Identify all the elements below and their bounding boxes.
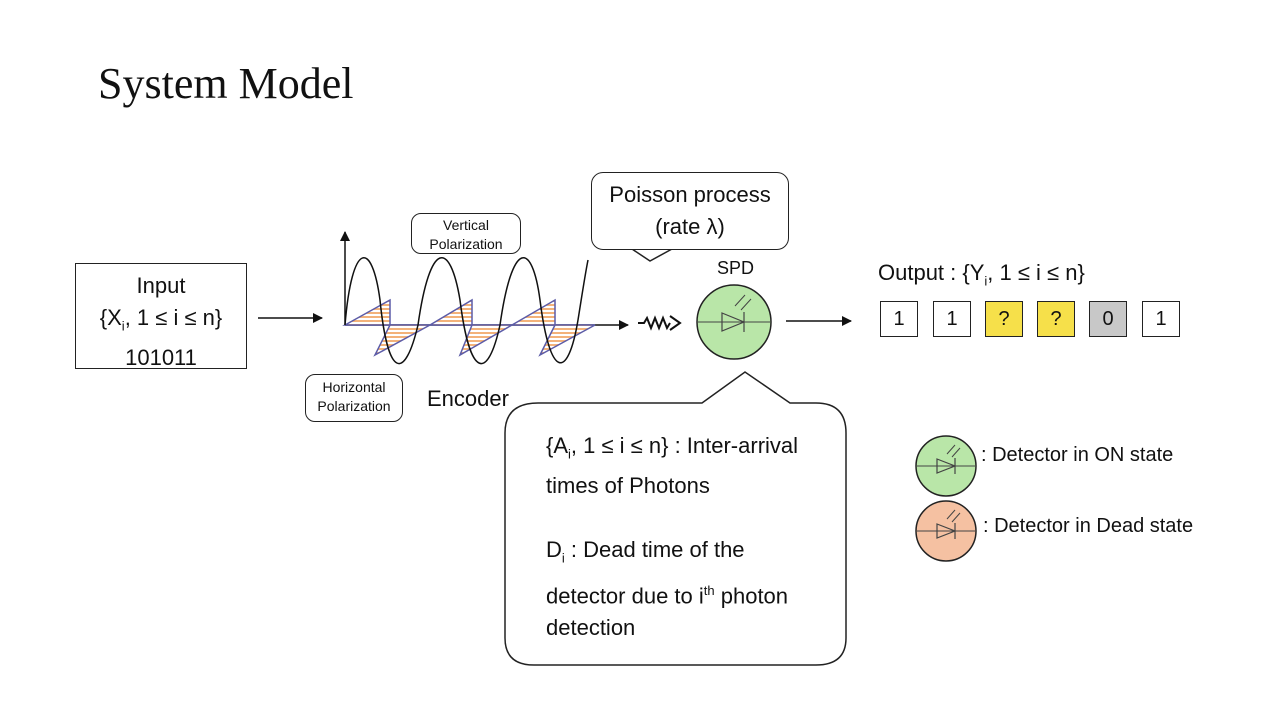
horizontal-polarization-wave (342, 298, 596, 357)
vertical-polarization-wave (344, 256, 589, 365)
info-callout-text: {Ai, 1 ≤ i ≤ n} : Inter-arrival times of… (546, 430, 798, 644)
input-box: Input {Xi, 1 ≤ i ≤ n} 101011 (75, 263, 247, 370)
vertical-polarization-callout: Vertical Polarization (411, 213, 521, 254)
input-bits: 101011 (125, 345, 197, 371)
poisson-callout-tail (631, 248, 673, 262)
output-symbol: 1 (1142, 301, 1180, 337)
legend-dead-label: : Detector in Dead state (983, 515, 1194, 537)
poisson-callout: Poisson process (rate λ) (591, 172, 789, 250)
dead-time-line: Di : Dead time of the (546, 537, 745, 566)
input-set: {Xi, 1 ≤ i ≤ n} (99, 305, 223, 334)
output-symbol: 1 (933, 301, 971, 337)
info-callout-bubble (504, 371, 847, 666)
input-title: Input (136, 273, 186, 298)
encoder-label: Encoder (427, 386, 509, 411)
output-label: Output : {Yi, 1 ≤ i ≤ n} (878, 260, 1085, 289)
inter-arrival-line: {Ai, 1 ≤ i ≤ n} : Inter-arrival (546, 433, 799, 462)
legend-detector-dead (915, 500, 977, 562)
spd-detector (696, 284, 772, 360)
output-symbol: 1 (880, 301, 918, 337)
photon-squiggle (638, 315, 671, 331)
legend-on-label: : Detector in ON state (981, 444, 1174, 466)
output-symbol: 0 (1089, 301, 1127, 337)
spd-label: SPD (717, 258, 755, 278)
output-symbol: ? (985, 301, 1023, 337)
slide-title: System Model (98, 59, 354, 108)
legend-detector-on (915, 435, 977, 497)
output-symbol: ? (1037, 301, 1075, 337)
horizontal-polarization-callout: Horizontal Polarization (305, 374, 403, 422)
